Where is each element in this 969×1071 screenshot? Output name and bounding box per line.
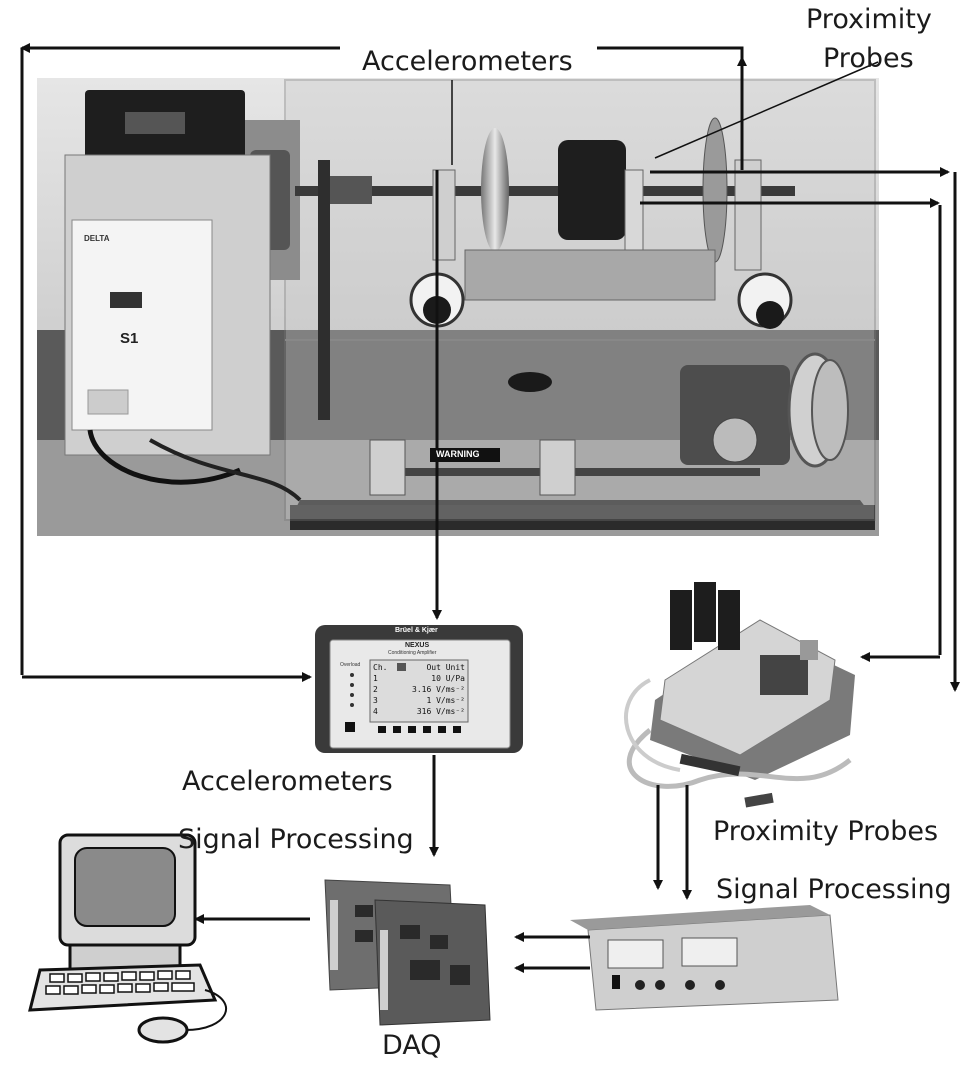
drive-brand: DELTA (84, 234, 110, 243)
amp-row: 1 10 U/Pa (373, 673, 465, 684)
label-proximity-top-1: Proximity (806, 4, 932, 35)
signal-conditioner-rack (570, 905, 839, 1011)
nexus-amplifier (315, 625, 523, 753)
label-daq: DAQ (382, 1030, 442, 1061)
warning-plate: WARNING (436, 449, 480, 459)
amp-display-header: Ch. Out Unit (373, 662, 465, 673)
amp-row-value: 316 V/ms⁻² (416, 707, 465, 716)
amp-display: Ch. Out Unit 1 10 U/Pa 2 3.16 V/ms⁻² 3 1… (373, 662, 465, 717)
amp-row: 3 1 V/ms⁻² (373, 695, 465, 706)
computer-cartoon (28, 833, 227, 1044)
amp-brand: Brüel & Kjær (395, 627, 438, 634)
amp-row-value: 3.16 V/ms⁻² (412, 685, 465, 694)
amp-header-ch: Ch. (373, 663, 388, 672)
label-proximity-top-2: Probes (823, 43, 914, 74)
drive-badge: S1 (120, 330, 139, 347)
amp-row-ch: 1 (373, 674, 378, 683)
amp-row-ch: 2 (373, 685, 378, 694)
amp-subtitle: Conditioning Amplifier (388, 650, 437, 656)
amp-row-ch: 3 (373, 696, 378, 705)
signal-lines (20, 43, 960, 973)
proximity-driver (624, 582, 855, 808)
amp-row-value: 1 V/ms⁻² (426, 696, 465, 705)
label-accelerometers-top: Accelerometers (362, 46, 573, 77)
daq-cards (324, 879, 491, 1026)
amp-row: 2 3.16 V/ms⁻² (373, 684, 465, 695)
prox-pointer (654, 61, 879, 159)
amp-row-value: 10 U/Pa (431, 674, 465, 683)
amp-status-label: Overload (340, 662, 361, 668)
amp-row-ch: 4 (373, 707, 378, 716)
amp-row: 4 316 V/ms⁻² (373, 706, 465, 717)
label-proximity-mid: Proximity Probes (713, 816, 939, 847)
rig-photo (37, 78, 879, 536)
amp-header-out: Out Unit (426, 663, 465, 672)
label-signal-processing-left: Signal Processing (178, 824, 414, 855)
label-signal-processing-right: Signal Processing (716, 874, 952, 905)
amp-model: NEXUS (405, 642, 430, 649)
label-accelerometers-mid: Accelerometers (182, 766, 393, 797)
